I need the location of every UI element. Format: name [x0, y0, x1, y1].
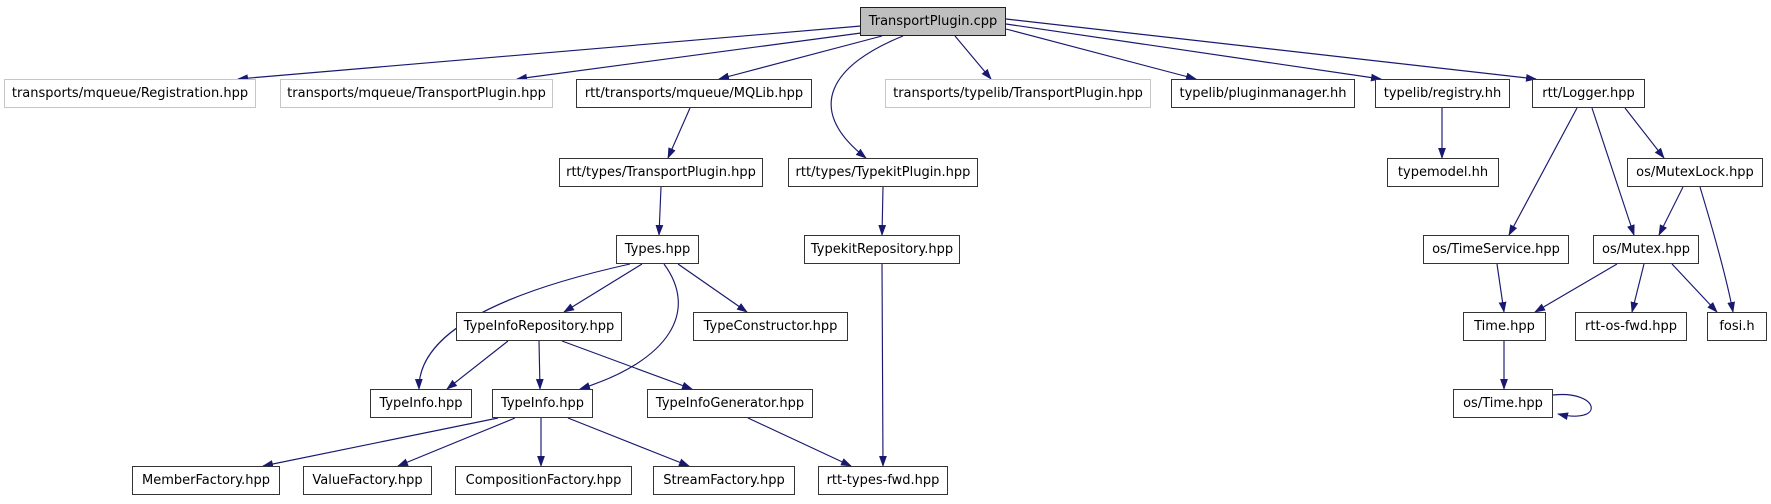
node-label: rtt/types/TransportPlugin.hpp — [566, 165, 756, 180]
node-typekitrepository[interactable]: TypekitRepository.hpp — [804, 235, 960, 264]
edge-typeinforepository-to-typeinfo-2 — [535, 340, 544, 390]
node-types[interactable]: Types.hpp — [616, 235, 699, 264]
edge-rtt-types-transportplugin-to-types — [655, 186, 664, 236]
edge-typeinfogenerator-to-rtt-types-fwd — [747, 417, 852, 467]
node-valuefactory[interactable]: ValueFactory.hpp — [303, 466, 432, 495]
node-compositionfactory[interactable]: CompositionFactory.hpp — [455, 466, 632, 495]
node-time[interactable]: Time.hpp — [1463, 312, 1546, 341]
node-label: Time.hpp — [1474, 319, 1535, 334]
node-transportplugin-cpp[interactable]: TransportPlugin.cpp — [860, 7, 1006, 36]
edge-types-to-typeinforepository — [563, 263, 643, 313]
edge-typeinfo-2-to-streamfactory — [567, 417, 690, 467]
edge-logger-to-mutexlock — [1624, 107, 1665, 159]
node-label: fosi.h — [1719, 319, 1755, 334]
edge-mutex-to-rtt-os-fwd — [1630, 263, 1645, 313]
node-streamfactory[interactable]: StreamFactory.hpp — [653, 466, 795, 495]
node-typeconstructor[interactable]: TypeConstructor.hpp — [693, 312, 848, 341]
node-label: TypekitRepository.hpp — [810, 242, 954, 257]
node-logger[interactable]: rtt/Logger.hpp — [1532, 79, 1645, 108]
edge-transportplugin-cpp-to-logger — [1005, 18, 1537, 82]
node-label: MemberFactory.hpp — [142, 473, 270, 488]
node-label: TypeInfoRepository.hpp — [463, 319, 615, 334]
node-typeinforepository[interactable]: TypeInfoRepository.hpp — [456, 312, 622, 341]
edge-typekitrepository-to-rtt-types-fwd — [879, 263, 887, 467]
edge-logger-to-timeservice — [1508, 107, 1578, 236]
node-label: os/Time.hpp — [1463, 396, 1543, 411]
node-label: typelib/registry.hh — [1383, 86, 1502, 101]
edge-typeinfo-2-to-valuefactory — [397, 417, 516, 467]
edge-transportplugin-cpp-to-mqueue-registration — [237, 25, 862, 83]
node-mqueue-registration: transports/mqueue/Registration.hpp — [4, 79, 256, 108]
node-label: TypeInfoGenerator.hpp — [655, 396, 805, 411]
node-label: TypeInfo.hpp — [379, 396, 463, 411]
node-label: TypeInfo.hpp — [500, 396, 585, 411]
node-os-time[interactable]: os/Time.hpp — [1453, 389, 1553, 418]
node-fosi[interactable]: fosi.h — [1707, 312, 1767, 341]
node-label: transports/mqueue/TransportPlugin.hpp — [287, 86, 546, 101]
node-label: CompositionFactory.hpp — [465, 473, 622, 488]
node-label: os/MutexLock.hpp — [1636, 165, 1754, 180]
node-label: transports/typelib/TransportPlugin.hpp — [893, 86, 1143, 101]
node-timeservice[interactable]: os/TimeService.hpp — [1423, 235, 1569, 264]
node-mutexlock[interactable]: os/MutexLock.hpp — [1627, 158, 1763, 187]
node-label: rtt/Logger.hpp — [1542, 86, 1635, 101]
edge-mqlib-to-rtt-types-transportplugin — [667, 107, 691, 159]
node-typeinfo-1[interactable]: TypeInfo.hpp — [370, 389, 472, 418]
edge-transportplugin-cpp-to-registry — [1005, 23, 1382, 82]
node-mqueue-transportplugin: transports/mqueue/TransportPlugin.hpp — [280, 79, 553, 108]
node-label: rtt/transports/mqueue/MQLib.hpp — [584, 86, 804, 101]
node-registry[interactable]: typelib/registry.hh — [1375, 79, 1510, 108]
node-label: os/Mutex.hpp — [1602, 242, 1690, 257]
node-pluginmanager[interactable]: typelib/pluginmanager.hh — [1171, 79, 1355, 108]
edge-mutexlock-to-mutex — [1658, 186, 1684, 236]
node-label: TypeConstructor.hpp — [703, 319, 838, 334]
edge-os-time-to-os-time — [1552, 393, 1592, 421]
node-mutex[interactable]: os/Mutex.hpp — [1593, 235, 1699, 264]
edge-mutex-to-fosi — [1671, 263, 1718, 313]
node-label: rtt-types-fwd.hpp — [826, 473, 940, 488]
node-mqlib[interactable]: rtt/transports/mqueue/MQLib.hpp — [576, 79, 812, 108]
node-rtt-types-fwd[interactable]: rtt-types-fwd.hpp — [818, 466, 948, 495]
edge-mutexlock-to-fosi — [1699, 186, 1735, 313]
node-typelib-transportplugin: transports/typelib/TransportPlugin.hpp — [885, 79, 1151, 108]
node-memberfactory[interactable]: MemberFactory.hpp — [132, 466, 280, 495]
edge-typeinforepository-to-typeinfo-1 — [446, 340, 509, 390]
node-typeinfo-2[interactable]: TypeInfo.hpp — [492, 389, 593, 418]
edge-transportplugin-cpp-to-rtt-types-typekitplugin — [830, 35, 904, 159]
edge-typeinforepository-to-typeinfogenerator — [561, 340, 693, 390]
node-label: rtt/types/TypekitPlugin.hpp — [795, 165, 971, 180]
edge-typeinfo-2-to-memberfactory — [262, 417, 499, 468]
edge-types-to-typeconstructor — [677, 263, 748, 313]
node-typeinfogenerator[interactable]: TypeInfoGenerator.hpp — [647, 389, 813, 418]
node-rtt-types-typekitplugin[interactable]: rtt/types/TypekitPlugin.hpp — [788, 158, 978, 187]
node-label: typemodel.hh — [1397, 165, 1489, 180]
node-label: transports/mqueue/Registration.hpp — [11, 86, 249, 101]
node-label: rtt-os-fwd.hpp — [1585, 319, 1677, 334]
node-label: TransportPlugin.cpp — [868, 14, 998, 29]
node-typemodel[interactable]: typemodel.hh — [1387, 158, 1499, 187]
node-rtt-types-transportplugin[interactable]: rtt/types/TransportPlugin.hpp — [559, 158, 763, 187]
edge-types-to-typeinfo-2 — [579, 263, 679, 390]
node-label: StreamFactory.hpp — [663, 473, 785, 488]
edge-timeservice-to-time — [1496, 263, 1507, 313]
node-label: typelib/pluginmanager.hh — [1179, 86, 1347, 101]
edge-logger-to-mutex — [1591, 107, 1635, 236]
node-label: ValueFactory.hpp — [312, 473, 423, 488]
edge-rtt-types-typekitplugin-to-typekitrepository — [878, 186, 887, 236]
node-label: Types.hpp — [624, 242, 691, 257]
edge-transportplugin-cpp-to-mqueue-transportplugin — [516, 32, 862, 82]
node-label: os/TimeService.hpp — [1432, 242, 1560, 257]
node-rtt-os-fwd[interactable]: rtt-os-fwd.hpp — [1575, 312, 1687, 341]
edge-transportplugin-cpp-to-mqlib — [718, 35, 883, 81]
edge-transportplugin-cpp-to-typelib-transportplugin — [954, 35, 992, 80]
edge-transportplugin-cpp-to-pluginmanager — [1005, 28, 1197, 81]
edge-mutex-to-time — [1534, 263, 1618, 313]
